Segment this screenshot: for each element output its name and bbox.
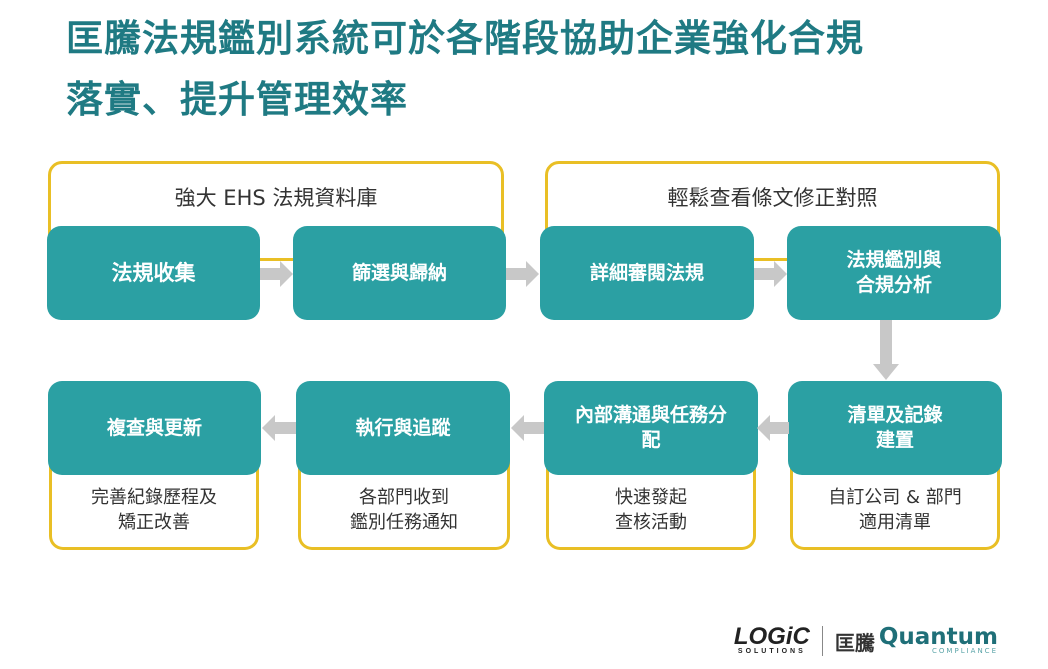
title-line-1: 匡騰法規鑑別系統可於各階段協助企業強化合規 [66, 17, 864, 60]
step-label: 執行與追蹤 [355, 416, 451, 439]
note-line: 快速發起 [615, 487, 687, 508]
arrow-left-icon [262, 415, 296, 441]
note-line: 適用清單 [858, 512, 931, 533]
arrow-right-icon [260, 261, 293, 287]
step-label: 複查與更新 [106, 416, 202, 439]
step-filter: 篩選與歸納 [293, 226, 506, 320]
page-title: 匡騰法規鑑別系統可於各階段協助企業強化合規 落實、提升管理效率 [66, 8, 1006, 130]
step-label: 合規分析 [855, 274, 932, 296]
arrow-down-icon [873, 320, 899, 380]
step-review: 詳細審閱法規 [540, 226, 754, 320]
step-label: 法規鑑別與 [846, 249, 942, 271]
quantum-logo-word: Quantum [878, 623, 998, 650]
quantum-logo-en: Quantum COMPLIANCE [878, 623, 998, 656]
note-line: 查核活動 [615, 512, 687, 533]
note-line: 矯正改善 [118, 512, 190, 533]
group-label-ehs-database: 強大 EHS 法規資料庫 [174, 186, 378, 210]
arrow-left-icon [511, 415, 544, 441]
note-line: 鑑別任務通知 [350, 512, 458, 533]
footer-logos: LOGiC SOLUTIONS 匡騰 Quantum COMPLIANCE [734, 622, 998, 660]
step-recheck: 複查與更新 [48, 381, 261, 475]
arrow-left-icon [757, 415, 789, 441]
note-line: 各部門收到 [359, 487, 449, 508]
quantum-logo-cn: 匡騰 [834, 630, 875, 655]
step-label: 內部溝通與任務分 [574, 404, 727, 426]
step-execute: 執行與追蹤 [296, 381, 510, 475]
note-line: 自訂公司 & 部門 [828, 487, 962, 508]
group-label-amendment-compare: 輕鬆查看條文修正對照 [667, 186, 878, 210]
quantum-logo-subtext: COMPLIANCE [932, 646, 998, 655]
step-label: 建置 [875, 429, 914, 451]
logic-solutions-logo: LOGiC SOLUTIONS [734, 624, 810, 656]
title-line-2: 落實、提升管理效率 [66, 78, 408, 121]
logic-logo-subtext: SOLUTIONS [737, 647, 806, 655]
step-label: 配 [641, 429, 661, 451]
step-collect: 法規收集 [47, 226, 260, 320]
step-label: 法規收集 [111, 260, 196, 285]
step-label: 詳細審閱法規 [589, 261, 704, 284]
step-label: 篩選與歸納 [351, 261, 447, 284]
step-identify: 法規鑑別與合規分析 [787, 226, 1001, 320]
arrow-right-icon [754, 261, 787, 287]
logo-divider [821, 626, 823, 656]
step-list-build: 清單及記錄建置 [788, 381, 1002, 475]
quantum-compliance-logo: 匡騰 Quantum COMPLIANCE [834, 623, 998, 656]
step-label: 清單及記錄 [847, 404, 943, 426]
arrow-right-icon [506, 261, 539, 287]
note-line: 完善紀錄歷程及 [91, 487, 217, 508]
logic-logo-text: LOGiC [733, 622, 810, 650]
step-communicate: 內部溝通與任務分配 [544, 381, 758, 475]
